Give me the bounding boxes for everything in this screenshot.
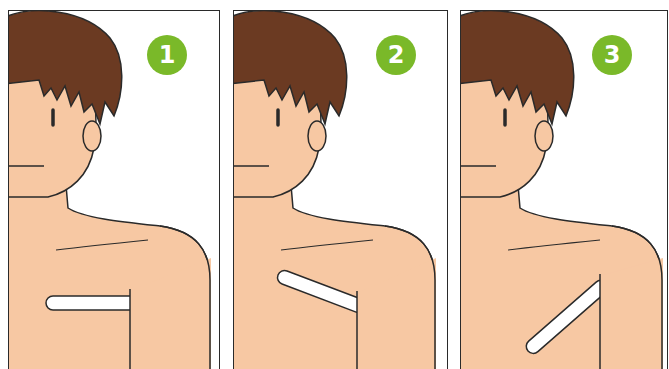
arm-outline <box>385 226 435 369</box>
body <box>233 185 435 369</box>
collarbone <box>56 240 148 250</box>
thermometer-column <box>533 283 606 347</box>
arm-line <box>356 291 358 369</box>
arm <box>357 258 436 369</box>
step-label: 1 <box>159 43 176 67</box>
step-label: 2 <box>388 43 405 67</box>
ear <box>535 121 553 151</box>
step-label: 3 <box>604 43 621 67</box>
thermometer <box>276 268 367 314</box>
hair <box>460 11 574 124</box>
eye <box>276 110 280 125</box>
arm <box>130 258 211 369</box>
thermometer <box>46 296 138 310</box>
ear <box>83 121 101 151</box>
mouth <box>233 165 269 167</box>
body <box>460 185 662 369</box>
panel-frame <box>461 11 668 369</box>
thermometer-column <box>53 301 138 305</box>
arm-line <box>129 289 131 369</box>
eye <box>503 110 507 125</box>
arm-outline <box>612 226 662 369</box>
thermometer-column <box>285 277 365 307</box>
body <box>8 185 210 369</box>
arm-line <box>599 274 601 369</box>
ear <box>308 121 326 151</box>
hair <box>233 11 347 124</box>
collarbone <box>508 240 600 250</box>
mouth <box>460 165 496 167</box>
mouth <box>8 165 44 167</box>
step-number: 3 <box>592 35 632 75</box>
panel-frame <box>9 11 220 369</box>
panel-frame <box>234 11 448 369</box>
hair <box>8 11 122 124</box>
eye <box>51 110 55 125</box>
thermometer <box>523 277 610 356</box>
step-number: 1 <box>147 35 187 75</box>
arm <box>600 258 663 369</box>
step-number: 2 <box>376 35 416 75</box>
arm-outline <box>160 226 210 369</box>
collarbone <box>281 240 373 250</box>
